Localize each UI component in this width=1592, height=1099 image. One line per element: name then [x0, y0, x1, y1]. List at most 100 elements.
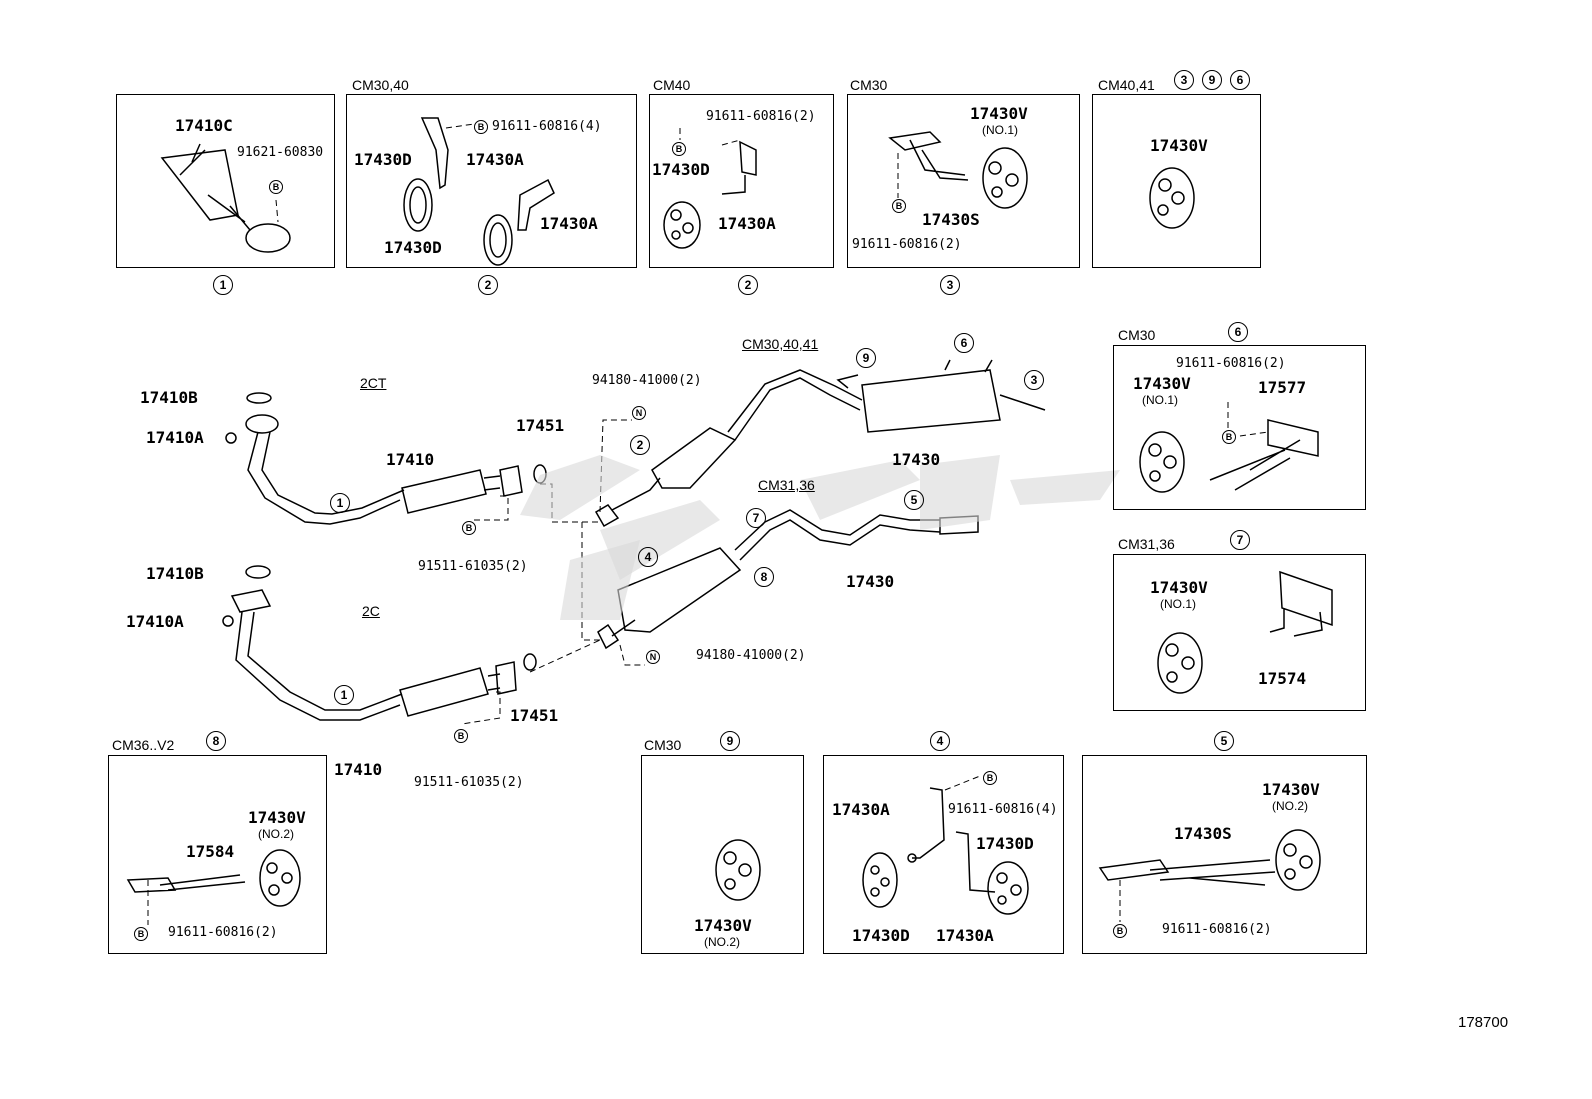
part-label: 17430S — [922, 210, 980, 229]
part-label: 17430D — [384, 238, 442, 257]
detail-callout: 5 — [1214, 731, 1234, 751]
b-badge: B — [462, 520, 476, 535]
callout-number: 4 — [638, 547, 658, 567]
callout-marker: 9 — [856, 348, 876, 368]
callout-number: 9 — [720, 731, 740, 751]
part-label: 17430A — [466, 150, 524, 169]
callout-number: 2 — [738, 275, 758, 295]
part-label: 17430A — [718, 214, 776, 233]
part-label: 91611-60816(4) — [948, 802, 1058, 817]
part-label: 17430D — [852, 926, 910, 945]
callout-number: 3 — [940, 275, 960, 295]
part-label: 17577 — [1258, 378, 1307, 397]
part-note: (NO.1) — [1142, 393, 1178, 407]
box-header: CM30,40 — [352, 77, 409, 93]
part-note: (NO.2) — [258, 827, 294, 841]
detail-callout: 1 — [213, 275, 233, 295]
bolt-badge: B — [269, 178, 283, 194]
part-label: 17410 — [334, 760, 383, 779]
callout-number: 8 — [754, 567, 774, 587]
part-label: 91621-60830 — [237, 145, 324, 160]
callout-number: 6 — [1228, 322, 1248, 342]
n-badge: N — [632, 405, 646, 420]
part-label: 17430V — [1150, 136, 1208, 155]
callout-marker: 7 — [746, 508, 766, 528]
callout-marker: 2 — [630, 435, 650, 455]
bolt-badge: B — [672, 140, 686, 156]
detail-callout: 6 — [1228, 322, 1248, 342]
part-label: 94180-41000(2) — [696, 648, 806, 663]
part-label: 17430D — [976, 834, 1034, 853]
callout-number: 9 — [1202, 70, 1222, 90]
part-label: 17584 — [186, 842, 235, 861]
part-label: 91611-60816(4) — [492, 119, 602, 134]
part-note: (NO.1) — [982, 123, 1018, 137]
detail-box-4 — [823, 755, 1064, 954]
b-badge: B — [892, 198, 906, 213]
bolt-badge: B — [1113, 922, 1127, 938]
callout-number: 2 — [630, 435, 650, 455]
detail-callout: 8 — [206, 731, 226, 751]
n-badge: N — [646, 649, 660, 664]
detail-callout: 9 — [1202, 70, 1222, 90]
box-header: CM30 — [1118, 327, 1156, 343]
part-label: 91511-61035(2) — [414, 775, 524, 790]
detail-callout: 3 — [940, 275, 960, 295]
callout-number: 5 — [1214, 731, 1234, 751]
callout-number: 6 — [954, 333, 974, 353]
bolt-badge: B — [1222, 428, 1236, 444]
box-header: CM36..V2 — [112, 737, 175, 753]
part-label: 17430A — [540, 214, 598, 233]
callout-marker: 6 — [954, 333, 974, 353]
part-label: 17574 — [1258, 669, 1307, 688]
detail-box-3 — [847, 94, 1080, 268]
b-badge: B — [474, 119, 488, 134]
b-badge: B — [1222, 429, 1236, 444]
bolt-badge: B — [892, 197, 906, 213]
detail-box-396 — [1092, 94, 1261, 268]
callout-number: 8 — [206, 731, 226, 751]
detail-callout: 6 — [1230, 70, 1250, 90]
b-badge: B — [672, 141, 686, 156]
detail-callout: 3 — [1174, 70, 1194, 90]
part-label: 17430A — [936, 926, 994, 945]
model-code-label: CM31,36 — [758, 477, 815, 493]
detail-box-5 — [1082, 755, 1367, 954]
nut-badge: N — [646, 648, 660, 664]
nut-badge: N — [632, 404, 646, 420]
callout-number: 6 — [1230, 70, 1250, 90]
detail-callout: 4 — [930, 731, 950, 751]
part-label: 17430V — [694, 916, 752, 935]
part-label: 17430D — [354, 150, 412, 169]
bolt-badge: B — [454, 727, 468, 743]
part-label: 17451 — [510, 706, 559, 725]
part-note: (NO.1) — [1160, 597, 1196, 611]
part-label: 17430V — [970, 104, 1028, 123]
part-label: 17430V — [1262, 780, 1320, 799]
part-label: 91611-60816(2) — [1162, 922, 1272, 937]
part-label: 17430 — [892, 450, 941, 469]
part-label: 17430V — [1150, 578, 1208, 597]
detail-box-7 — [1113, 554, 1366, 711]
part-label: 17410A — [146, 428, 204, 447]
b-badge: B — [1113, 923, 1127, 938]
detail-callout: 2 — [478, 275, 498, 295]
part-label: 17410 — [386, 450, 435, 469]
detail-box-2a — [346, 94, 637, 268]
callout-number: 1 — [213, 275, 233, 295]
variant-label-2ct: 2CT — [360, 375, 387, 391]
part-note: (NO.2) — [704, 935, 740, 949]
part-note: (NO.2) — [1272, 799, 1308, 813]
part-label: 91611-60816(2) — [1176, 356, 1286, 371]
bolt-badge: B — [462, 519, 476, 535]
part-label: 17410C — [175, 116, 233, 135]
detail-box-8 — [108, 755, 327, 954]
detail-callout: 7 — [1230, 530, 1250, 550]
bolt-badge: B — [474, 118, 488, 134]
detail-box-6 — [1113, 345, 1366, 510]
callout-number: 4 — [930, 731, 950, 751]
part-label: 17410A — [126, 612, 184, 631]
b-badge: B — [269, 179, 283, 194]
box-header: CM40 — [653, 77, 691, 93]
